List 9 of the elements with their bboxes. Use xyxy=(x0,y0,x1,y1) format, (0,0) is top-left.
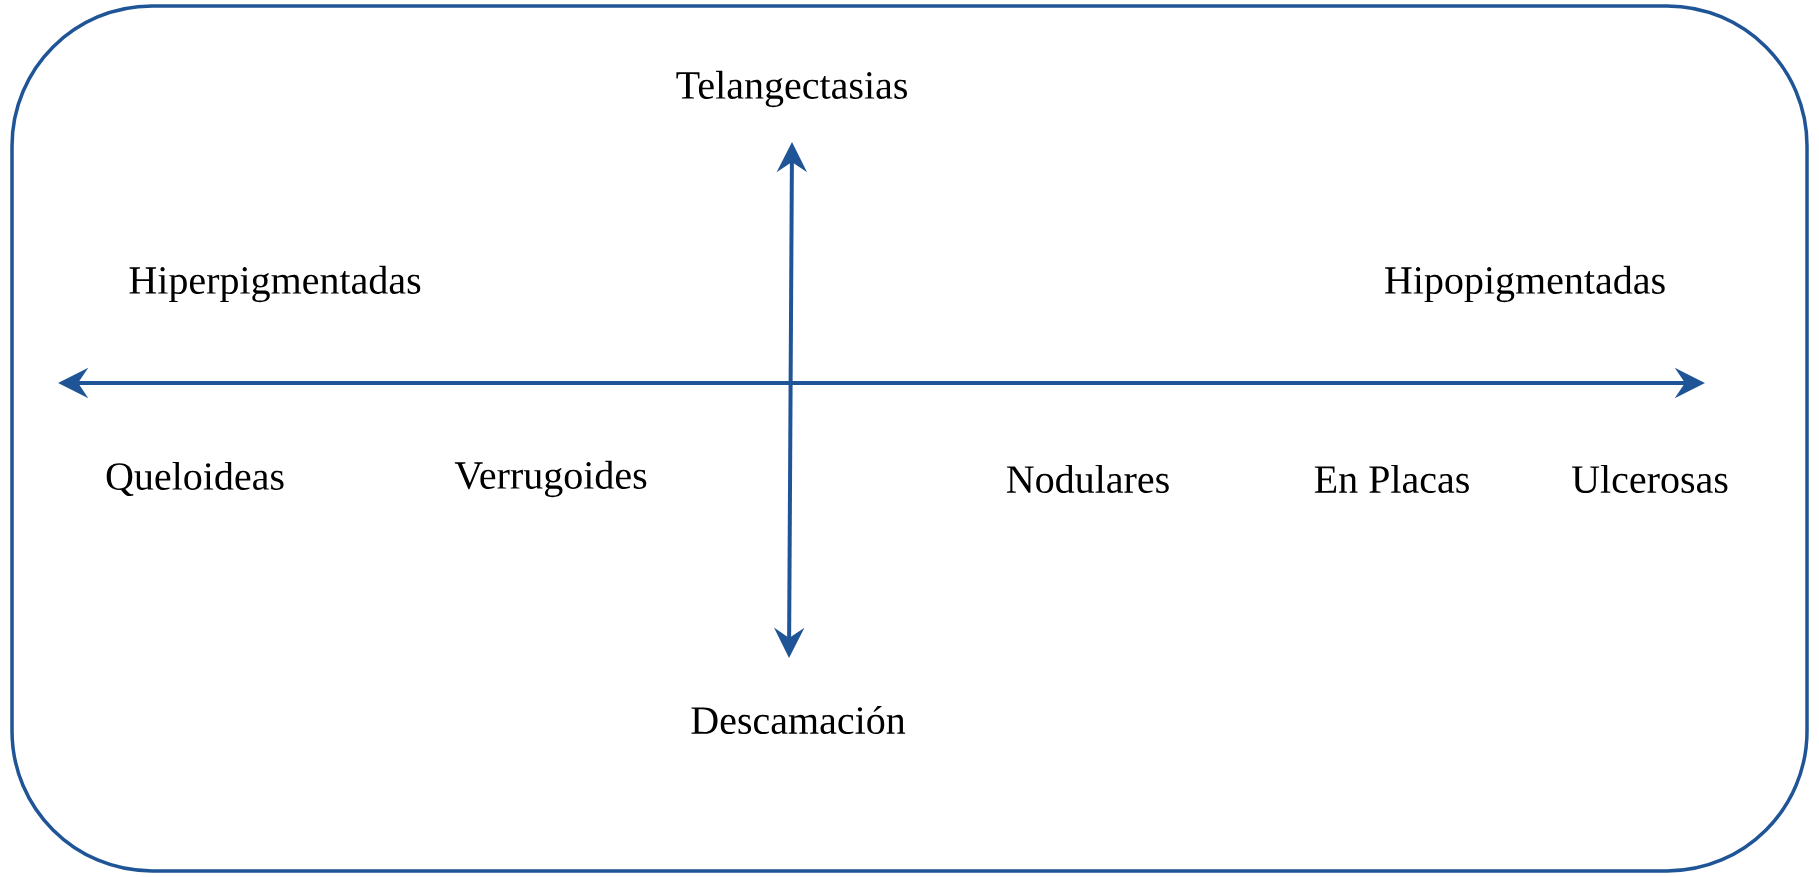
axis-label: En Placas xyxy=(1314,464,1469,494)
axis-label: Hiperpigmentadas xyxy=(129,265,421,303)
axis-label: Ulcerosas xyxy=(1572,464,1728,494)
axis-label: Hipopigmentadas xyxy=(1385,265,1665,303)
axis-label: Queloideas xyxy=(106,461,284,497)
axis-label: Nodulares xyxy=(1006,464,1169,494)
axis-label: Verrugoides xyxy=(454,460,647,498)
axis-label: Descamación xyxy=(691,705,906,735)
axis-label: Telangectasias xyxy=(676,70,907,108)
